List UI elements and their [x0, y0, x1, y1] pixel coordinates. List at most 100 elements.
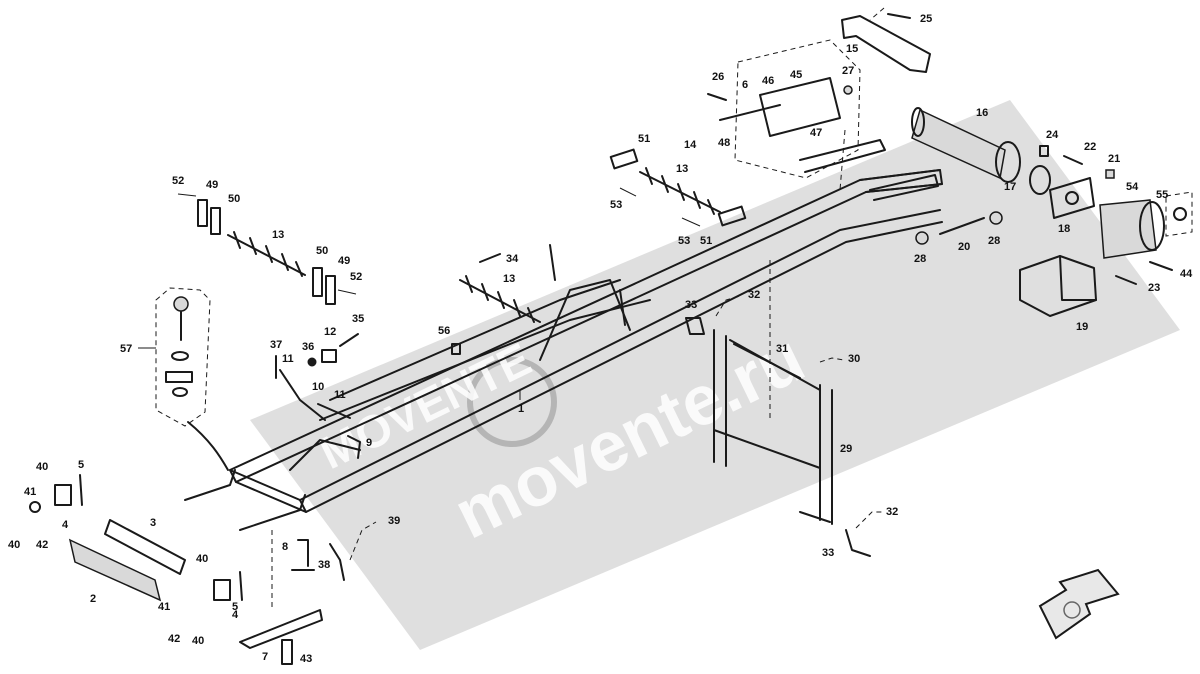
label-28-b: 28	[914, 253, 926, 265]
label-52-a: 52	[172, 175, 184, 187]
connector-55	[1173, 207, 1187, 221]
label-47: 47	[810, 127, 822, 139]
label-31: 31	[776, 343, 788, 355]
lynch-38	[329, 543, 345, 581]
motor-54-end	[1139, 201, 1165, 251]
front-bracket	[289, 439, 361, 471]
label-54: 54	[1126, 181, 1139, 193]
pin-33-bottom	[845, 529, 871, 557]
label-41-a: 41	[24, 486, 36, 498]
mount-57-pointer	[187, 421, 229, 471]
screw-48	[719, 104, 781, 121]
drum-16-start	[911, 107, 925, 137]
clip-12	[321, 349, 337, 363]
label-11-b: 11	[334, 389, 346, 401]
label-53-b: 53	[678, 235, 690, 247]
pin-43	[281, 639, 293, 665]
bolt-34	[479, 253, 501, 263]
label-40-b: 40	[8, 539, 20, 551]
label-13-c: 13	[676, 163, 688, 175]
label-32-b: 32	[886, 506, 898, 518]
label-41-b: 41	[158, 601, 170, 613]
plate-50-left	[210, 207, 221, 235]
frame-upper-beam	[329, 279, 621, 401]
label-13-a: 13	[272, 229, 284, 241]
nut-28-left	[915, 231, 929, 245]
plate-49-right	[325, 275, 336, 305]
label-40-a: 40	[36, 461, 48, 473]
key-24	[1039, 145, 1049, 157]
frame-rail-bottom	[299, 209, 941, 501]
label-38: 38	[318, 559, 330, 571]
label-40-c: 40	[196, 553, 208, 565]
label-33-b: 33	[822, 547, 834, 559]
bolt-5-right	[239, 571, 243, 601]
label-50-b: 50	[316, 245, 328, 257]
roller-shaft	[459, 279, 541, 323]
roller-shaft	[227, 234, 306, 276]
label-28-a: 28	[988, 235, 1000, 247]
frame-rail-bottom-lower	[305, 221, 943, 513]
plate-18	[1049, 177, 1095, 219]
chain-32-top	[715, 295, 741, 317]
mount-57-washer-a	[171, 351, 189, 361]
label-43: 43	[300, 653, 312, 665]
label-33-a: 33	[685, 299, 697, 311]
label-42-b: 42	[168, 633, 180, 645]
watermark-logo-ring	[467, 357, 557, 447]
label-48: 48	[718, 137, 730, 149]
spring-20	[939, 217, 985, 235]
label-17: 17	[1004, 181, 1016, 193]
rear-fork-bottom	[869, 174, 939, 201]
label-13-b: 13	[503, 273, 515, 285]
label-6: 6	[742, 79, 748, 91]
label-52-b: 52	[350, 271, 362, 283]
label-36: 36	[302, 341, 314, 353]
main-frame: 1	[184, 139, 943, 531]
skid-7	[239, 609, 323, 649]
bolt-25	[887, 13, 911, 19]
label-44: 44	[1180, 268, 1193, 280]
front-bracket-parts: 11 10 11 12 9 36 37 35 56 34	[270, 253, 519, 459]
label-14: 14	[684, 139, 697, 151]
bolt-35	[339, 333, 359, 347]
rod-10	[317, 403, 351, 419]
pin-33-top	[685, 317, 705, 335]
label-23: 23	[1148, 282, 1160, 294]
stand-29-frame	[713, 329, 833, 525]
label-4-a: 4	[62, 519, 69, 531]
drum-16-end	[995, 141, 1021, 183]
nut-27	[843, 85, 853, 95]
direction-arrow-emblem	[1063, 601, 1081, 619]
rod-11	[279, 369, 326, 421]
label-37: 37	[270, 339, 282, 351]
label-46: 46	[762, 75, 774, 87]
roller-teeth	[645, 167, 715, 215]
plates-rear: 51 51 53 53	[609, 133, 747, 247]
bar-15	[841, 15, 931, 73]
label-5-b: 5	[232, 601, 238, 613]
stand-29: 29 31 33 32 30 33 32	[685, 289, 898, 559]
front-skid-left	[184, 469, 236, 501]
label-49-a: 49	[206, 179, 218, 191]
label-42-a: 42	[36, 539, 48, 551]
label-4-b: 4	[232, 609, 239, 621]
mount-57: 57	[120, 287, 229, 471]
mount-57-plate	[165, 371, 193, 383]
bolt-53-a	[619, 187, 637, 197]
leader-axis-rear	[839, 129, 846, 191]
label-12: 12	[324, 326, 336, 338]
label-51-a: 51	[638, 133, 650, 145]
mount-57-cap	[173, 296, 189, 312]
leader-25	[869, 7, 885, 21]
plate-50-right	[312, 267, 323, 297]
label-15: 15	[846, 43, 858, 55]
label-3: 3	[150, 517, 156, 529]
mount-57-washer-b	[172, 387, 188, 397]
label-57: 57	[120, 343, 132, 355]
roller-teeth	[465, 275, 535, 323]
front-skid-right	[239, 494, 306, 531]
roller-13-rear: 13	[639, 163, 721, 215]
bolt-53-b	[681, 217, 701, 227]
label-5-a: 5	[78, 459, 84, 471]
